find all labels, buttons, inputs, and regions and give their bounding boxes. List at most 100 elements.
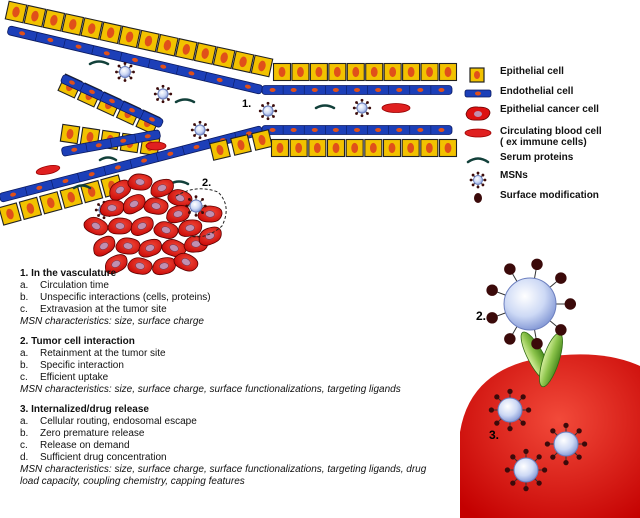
endothelial-nucleus [244,84,251,89]
step-items: a.Cellular routing, endosomal escape b.Z… [20,416,440,464]
cancer-cell [161,239,187,258]
msn-particle [153,84,173,104]
item-marker: b. [20,428,29,439]
msn-particle [258,101,278,121]
epithelial-cell [18,196,43,221]
item-marker: b. [20,292,29,303]
surface-modification-icon [474,193,482,203]
epithelial-cell [251,129,273,151]
item-text: Extravasion at the tumor site [40,304,167,315]
cancer-cell [198,226,222,246]
item-text: Efficient uptake [40,372,109,383]
vessel-step-marker: 1. [242,98,251,110]
cancer-cell [143,197,169,215]
epithelial-cell [4,0,28,24]
epithelial-cell [59,185,83,209]
endothelial-nucleus [71,147,78,152]
epithelial-cell [0,202,22,226]
cancer-cell-closeup [460,258,640,518]
epithelial-cell [61,13,85,36]
epithelial-cell [137,29,160,53]
cancer-cell [166,205,190,224]
endothelial-nucleus [311,88,318,92]
cancer-cell [152,257,177,276]
cancer-cell [115,237,141,255]
endothelial-nucleus [62,178,69,184]
epithelial-cell [230,134,252,156]
item-marker: a. [20,348,29,359]
legend-item-endothelial: Endothelial cell [462,86,638,108]
msn-characteristics: MSN characteristics: size, surface charg… [20,384,401,395]
msn-characteristics: MSN characteristics: size, surface charg… [20,316,204,327]
step-items: a.Circulation time b.Unspecific interact… [20,280,440,316]
legend-label: Serum proteins [500,152,574,163]
endothelial-nucleus [216,77,223,83]
epithelial-cell [291,62,310,82]
epithelial-cell [438,62,458,82]
endothelial-nucleus [19,31,26,36]
legend-item-epithelial: Epithelial cell [462,66,638,88]
epithelial-cell [99,21,122,45]
endothelial-nucleus [417,128,424,132]
endothelial-band [60,74,164,128]
list-item: b.Unspecific interactions (cells, protei… [20,292,440,304]
epithelial-cell [79,179,104,204]
blood-cell [35,164,61,176]
endothelial-nucleus [160,64,167,69]
endothelial-nucleus [269,128,276,132]
epithelial-cell [382,138,402,158]
endothelial-nucleus [95,143,102,148]
item-text: Release on demand [40,440,130,451]
step-title: 3. Internalized/drug release [20,404,149,415]
list-item: b.Zero premature release [20,428,440,440]
endothelial-nucleus [36,185,43,190]
legend-item-blood: Circulating blood cell ( ex immune cells… [462,126,638,148]
endothelial-nucleus [10,192,17,197]
epithelial-cell [272,62,292,82]
msn-particle [504,448,548,492]
endothelial-nucleus [89,89,95,95]
endothelial-nucleus [396,128,403,132]
endothelial-nucleus [47,37,54,43]
endothelial-nucleus [438,128,445,132]
epithelial-cell [212,46,236,70]
serum-protein [88,60,110,66]
legend-label: Epithelial cell [500,66,564,77]
step-vasculature: 1. In the vasculature a.Circulation time… [20,268,440,328]
serum-protein [314,104,336,110]
epithelial-cell [420,62,439,82]
tumor-mass [83,173,227,276]
endothelial-nucleus [103,51,110,56]
cancer-cell [127,257,153,275]
epithelial-cell [209,139,231,161]
msn-characteristics: MSN characteristics: size, surface charg… [20,464,427,487]
cancer-cell [177,219,203,237]
epithelial-cell [270,138,290,158]
endothelial-nucleus [290,88,297,92]
cancer-cell-body [460,354,640,518]
epithelial-cell [328,62,347,82]
epithelial-cell [383,62,402,82]
endothelial-band [261,85,453,95]
endothelial-nucleus [188,71,195,76]
epithelial-cell [402,62,421,82]
epithelial-cell [250,54,274,78]
step-title: 1. In the vasculature [20,268,117,279]
endothelial-nucleus [88,172,95,177]
serum-protein [98,156,118,162]
legend-label: MSNs [500,170,528,181]
endothelial-nucleus [129,107,135,113]
item-marker: b. [20,360,29,371]
endothelial-cell-icon [464,89,492,98]
lower-epithelial-layer [0,129,458,226]
endothelial-nucleus [438,88,445,92]
upper-epithelial-layer [4,0,458,82]
legend-item-modification: Surface modification [462,190,638,212]
cancer-cell [83,216,109,236]
msn-particle [190,120,210,140]
step-title: 2. Tumor cell interaction [20,336,135,347]
cancer-cell [123,194,146,215]
epithelial-cell [309,62,328,82]
epithelial-cancer-cell-icon [465,106,491,121]
